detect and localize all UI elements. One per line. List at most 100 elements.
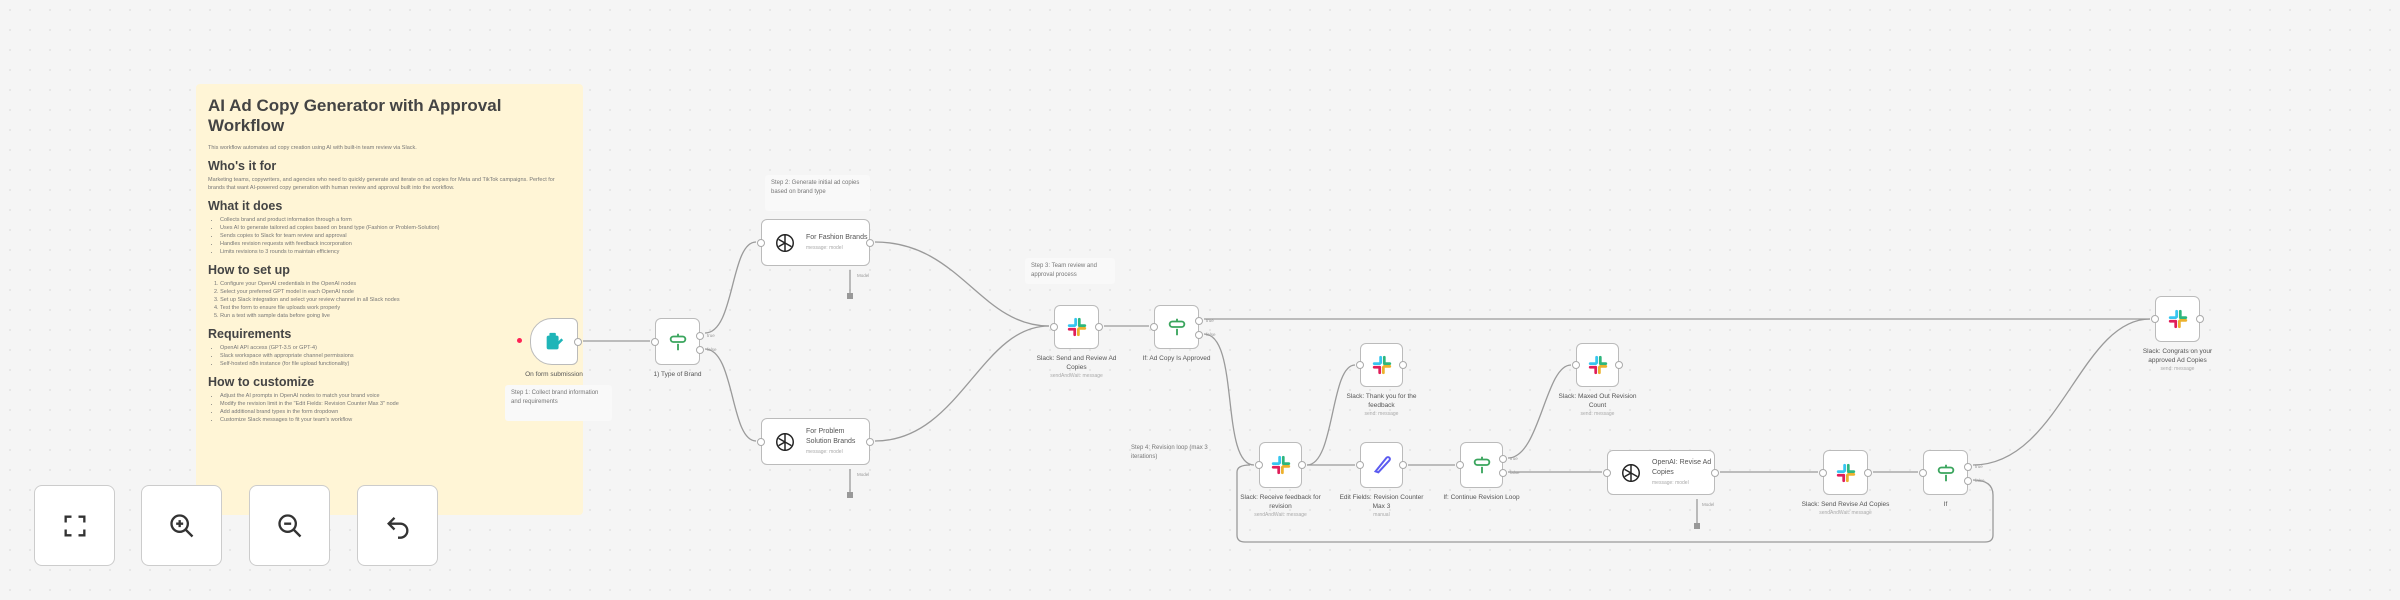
input-port[interactable] xyxy=(1356,461,1364,469)
output-port[interactable] xyxy=(1095,323,1103,331)
node-title: OpenAI: Revise Ad Copies xyxy=(1652,458,1712,476)
output-port-false[interactable] xyxy=(1964,476,1972,485)
output-port-true[interactable] xyxy=(1195,317,1203,325)
node-title: For Problem Solution Brands xyxy=(806,427,856,445)
edge xyxy=(1236,464,1994,543)
edge xyxy=(704,241,757,334)
node-subtitle: message: model xyxy=(806,448,843,455)
zoom-out-button[interactable] xyxy=(249,485,330,566)
edge xyxy=(1306,364,1356,466)
output-port[interactable] xyxy=(1399,461,1407,469)
node-label: On form submission xyxy=(510,370,598,379)
node-thank-you[interactable] xyxy=(1356,343,1407,387)
note-step3[interactable]: Step 3: Team review and approval process xyxy=(1025,258,1115,284)
node-send-revise[interactable] xyxy=(1819,450,1872,495)
sticky-note-overview[interactable]: AI Ad Copy Generator with Approval Workf… xyxy=(196,84,583,515)
input-port[interactable] xyxy=(1150,323,1158,331)
output-port-false[interactable] xyxy=(1195,331,1203,339)
undo-button[interactable] xyxy=(357,485,438,566)
node-subtitle: send: message xyxy=(2160,366,2195,372)
edge xyxy=(1203,333,1255,466)
node-title: Slack: Receive feedback for revision xyxy=(1240,494,1321,510)
input-port[interactable] xyxy=(1456,461,1464,469)
node-label: Slack: Send Revise Ad Copies sendAndWait:… xyxy=(1802,500,1890,518)
branch-label: false xyxy=(707,346,717,352)
output-port-true[interactable] xyxy=(696,331,704,340)
note-step1[interactable]: Step 1: Collect brand information and re… xyxy=(505,385,612,421)
input-port[interactable] xyxy=(2151,315,2159,323)
note-step4[interactable]: Step 4: Revision loop (max 3 iterations) xyxy=(1131,445,1208,460)
list-item: OpenAI API access (GPT-3.5 or GPT-4) xyxy=(220,344,571,352)
output-port[interactable] xyxy=(866,238,874,247)
input-port[interactable] xyxy=(1603,468,1611,477)
node-problem[interactable]: For Problem Solution Brands message: mode… xyxy=(757,418,874,477)
edge xyxy=(1972,318,2151,466)
branch-label: false xyxy=(1510,470,1520,475)
output-port[interactable] xyxy=(866,437,874,446)
node-subtitle: send: message xyxy=(1580,411,1615,417)
node-label: If xyxy=(1902,500,1990,509)
node-label: If: Continue Revision Loop xyxy=(1438,493,1526,502)
input-port[interactable] xyxy=(651,337,659,346)
node-subtitle: sendAndWait: message xyxy=(1819,510,1872,516)
node-title: Slack: Send Revise Ad Copies xyxy=(1801,501,1890,508)
input-port[interactable] xyxy=(1255,461,1263,469)
node-form[interactable] xyxy=(530,318,582,365)
output-port-true[interactable] xyxy=(1499,455,1507,463)
zoom-in-button[interactable] xyxy=(141,485,222,566)
edge xyxy=(874,241,1050,327)
output-port-false[interactable] xyxy=(696,345,704,354)
output-port[interactable] xyxy=(1399,361,1407,369)
node-label: 1) Type of Brand xyxy=(634,370,722,379)
sticky-title: AI Ad Copy Generator with Approval Workf… xyxy=(208,96,502,135)
output-port[interactable] xyxy=(1711,468,1719,477)
section-heading: How to set up xyxy=(208,263,290,277)
list-item: 4. Test the form to ensure file uploads … xyxy=(214,305,341,311)
node-title: Slack: Congrats on your approved Ad Copi… xyxy=(2142,348,2213,364)
section-text: Marketing teams, copywriters, and agenci… xyxy=(208,177,555,191)
fit-view-button[interactable] xyxy=(34,485,115,566)
output-port[interactable] xyxy=(574,337,582,346)
node-send-review[interactable] xyxy=(1050,305,1103,349)
model-port-label: Model xyxy=(857,273,870,278)
input-port[interactable] xyxy=(757,238,765,247)
input-port[interactable] xyxy=(1919,468,1927,477)
input-port[interactable] xyxy=(1819,468,1827,477)
node-receive-feedback[interactable] xyxy=(1255,442,1306,488)
list-item: Limits revisions to 3 rounds to maintain… xyxy=(220,248,571,256)
output-port[interactable] xyxy=(1298,461,1306,469)
output-port[interactable] xyxy=(1864,468,1872,477)
if-icon xyxy=(1166,316,1188,338)
output-port-true[interactable] xyxy=(1964,462,1972,471)
model-port-label: Model xyxy=(857,472,870,477)
node-edit-fields[interactable] xyxy=(1356,442,1407,488)
input-port[interactable] xyxy=(757,437,765,446)
slack-icon xyxy=(1835,462,1857,484)
list-item: Customize Slack messages to fit your tea… xyxy=(220,416,571,424)
input-port[interactable] xyxy=(1572,361,1580,369)
fit-view-icon xyxy=(64,515,85,536)
list-item: 5. Run a test with sample data before go… xyxy=(214,313,330,319)
output-port[interactable] xyxy=(1615,361,1623,369)
openai-icon xyxy=(1620,462,1642,484)
note-step2[interactable]: Step 2: Generate initial ad copies based… xyxy=(765,175,870,211)
input-port[interactable] xyxy=(1356,361,1364,369)
output-port[interactable] xyxy=(2196,315,2204,323)
output-port-false[interactable] xyxy=(1499,469,1507,477)
openai-icon xyxy=(774,431,796,453)
node-congrats[interactable] xyxy=(2151,296,2204,342)
list-item: Adjust the AI prompts in OpenAI nodes to… xyxy=(220,392,571,400)
section-heading: How to customize xyxy=(208,375,315,389)
node-maxed-out[interactable] xyxy=(1572,343,1623,387)
slack-icon xyxy=(1270,454,1292,476)
input-port[interactable] xyxy=(1050,323,1058,331)
slack-icon xyxy=(1371,354,1393,376)
